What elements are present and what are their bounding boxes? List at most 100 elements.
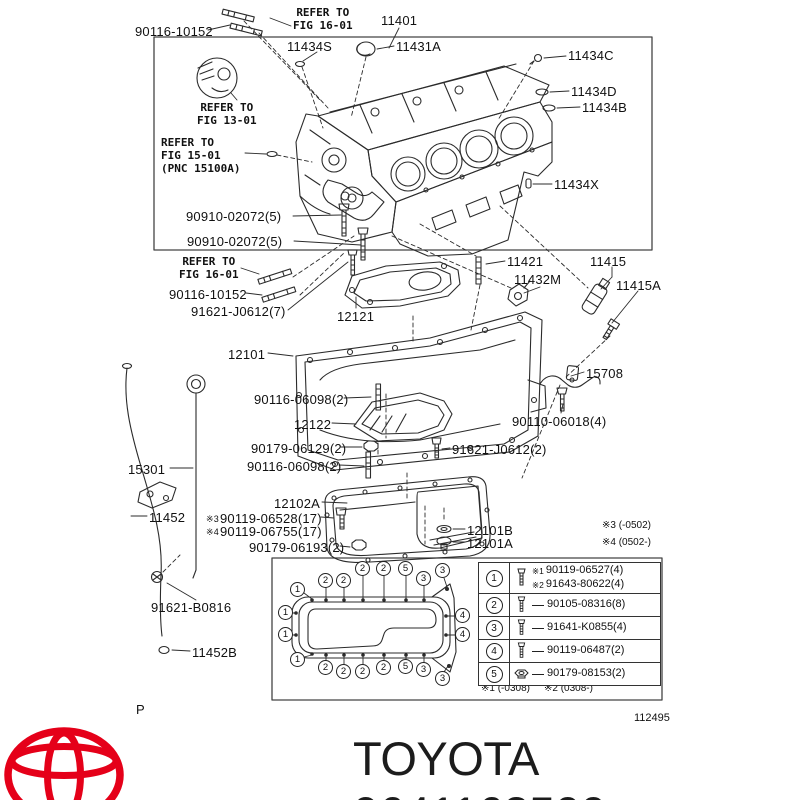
part-number: 90119-06755(17) bbox=[219, 524, 322, 539]
gasket-bolt-diagram bbox=[291, 575, 457, 673]
part-label-12102A: 12102A bbox=[274, 496, 321, 511]
part-label-90116-06098-b: 90116-06098(2) bbox=[247, 459, 342, 474]
part-label-15301: 15301 bbox=[128, 462, 166, 477]
leader-dash bbox=[532, 604, 544, 606]
refer-fig15-pellet-icon bbox=[266, 150, 278, 158]
legend-part-number: 91641-K0855(4) bbox=[547, 621, 627, 634]
dipstick-drawing bbox=[186, 374, 206, 579]
refer-line: FIG 16-01 bbox=[293, 19, 353, 33]
gasket-callout: 4 bbox=[455, 627, 470, 642]
legend-num-1: 1 bbox=[485, 569, 503, 587]
refer-line: REFER TO bbox=[161, 136, 214, 149]
part-label-90110-06018: 90110-06018(4) bbox=[512, 414, 607, 429]
legend-part-number: 90179-08153(2) bbox=[547, 667, 626, 680]
oring-11452B-icon bbox=[158, 645, 170, 655]
legend-part-number: 90119-06527(4) bbox=[545, 564, 624, 577]
gasket-callout: 3 bbox=[416, 662, 431, 677]
part-label-90910-02072-a: 90910-02072(5) bbox=[186, 209, 282, 224]
oil-strainer-drawing bbox=[344, 249, 461, 309]
bolt-icon bbox=[516, 568, 526, 586]
part-label-12101B: 12101B bbox=[467, 523, 514, 538]
legend-row-4: 4 90119-06487(2) bbox=[479, 640, 660, 663]
part-label-90119-06528: ※390119-06528(17) bbox=[206, 511, 322, 526]
refer-line: FIG 16-01 bbox=[179, 268, 239, 282]
part-label-11434S: 11434S bbox=[287, 39, 333, 54]
bolt-icon bbox=[517, 642, 525, 658]
legend-num-4: 4 bbox=[485, 642, 503, 660]
gasket-callout: 2 bbox=[376, 561, 391, 576]
stud-90116-06098-icon bbox=[375, 383, 382, 411]
legend-row-2: 2 90105-08316(8) bbox=[479, 594, 660, 617]
gasket-callout: 2 bbox=[355, 664, 370, 679]
gasket-callout: 3 bbox=[435, 563, 450, 578]
legend-footnote-1: ※1 (-0308) bbox=[481, 683, 530, 694]
bearing-cap-and-bolts bbox=[322, 179, 385, 261]
part-label-11452B: 11452B bbox=[192, 645, 238, 660]
oil-pan-2-drawing bbox=[324, 476, 491, 563]
note3-prefix: ※3 bbox=[206, 513, 219, 524]
refer-note-fig13: REFER TO FIG 13-01 bbox=[197, 101, 257, 127]
part-label-15708: 15708 bbox=[586, 366, 624, 381]
legend-footnotes: ※1 (-0308)※2 (0308-) bbox=[481, 683, 607, 694]
refer-line: (PNC 15100A) bbox=[161, 162, 241, 176]
part-label-11432M: 11432M bbox=[514, 272, 562, 287]
legend-num-5: 5 bbox=[485, 665, 503, 683]
part-label-91621-J0612-2: 91621-J0612(2) bbox=[452, 442, 547, 457]
legend-row-3: 3 91641-K0855(4) bbox=[479, 617, 660, 640]
dipstick-tube-drawing bbox=[121, 362, 181, 655]
part-number: 90119-06528(17) bbox=[219, 511, 322, 526]
engine-block-drawing bbox=[295, 63, 553, 257]
part-label-11434X: 11434X bbox=[554, 177, 600, 192]
gasket-callout: 5 bbox=[398, 561, 413, 576]
part-label-90116-06098-a: 90116-06098(2) bbox=[254, 392, 349, 407]
gasket-callout: 1 bbox=[278, 627, 293, 642]
refer-line: FIG 13-01 bbox=[197, 114, 257, 128]
part-label-12122: 12122 bbox=[294, 417, 332, 432]
part-label-11452: 11452 bbox=[149, 510, 186, 525]
part-label-90179-06193: 90179-06193(2) bbox=[249, 540, 345, 555]
toyota-logo bbox=[4, 727, 124, 800]
part-11434B-icon bbox=[542, 104, 556, 112]
washer-12101B-icon bbox=[436, 524, 452, 534]
refer-line: REFER TO bbox=[182, 255, 236, 268]
gasket-callout: 2 bbox=[318, 660, 333, 675]
gasket-callout: 1 bbox=[278, 605, 293, 620]
legend-num-2: 2 bbox=[485, 596, 503, 614]
label-leader-lines bbox=[130, 17, 639, 652]
baffle-plate-drawing bbox=[353, 392, 453, 442]
part-label-12121: 12121 bbox=[337, 309, 375, 324]
part-label-12101A: 12101A bbox=[467, 536, 514, 551]
gasket-callout: 2 bbox=[376, 660, 391, 675]
part-label-11421: 11421 bbox=[507, 254, 544, 269]
part-label-11434D: 11434D bbox=[571, 84, 617, 99]
refer-note-fig16-top: REFER TO FIG 16-01 bbox=[293, 6, 353, 32]
part-label-11401: 11401 bbox=[381, 13, 418, 28]
legend-part-number: 91643-80622(4) bbox=[545, 578, 625, 590]
oil-pan-1-drawing bbox=[295, 311, 547, 471]
refer-line: REFER TO bbox=[296, 6, 350, 19]
part-label-90179-06129: 90179-06129(2) bbox=[251, 441, 347, 456]
stud-11421-icon bbox=[475, 256, 482, 285]
leader-dash bbox=[532, 627, 544, 629]
part-label-11434C: 11434C bbox=[568, 48, 614, 63]
gasket-callout: 2 bbox=[355, 561, 370, 576]
note4-prefix: ※4 bbox=[206, 526, 219, 537]
part-label-11415: 11415 bbox=[590, 254, 627, 269]
gasket-callout: 1 bbox=[290, 582, 305, 597]
leader-dash bbox=[532, 650, 544, 652]
legend-note-prefix: ※2 bbox=[532, 579, 544, 590]
refer-line: REFER TO bbox=[200, 101, 254, 114]
part-label-90116-10152-bottom: 90116-10152 bbox=[169, 287, 247, 302]
plug-12101A-icon bbox=[436, 536, 452, 546]
leader-dash bbox=[532, 673, 544, 675]
part-label-12101: 12101 bbox=[228, 347, 266, 362]
part-label-11434B: 11434B bbox=[582, 100, 628, 115]
part-label-11431A: 11431A bbox=[396, 39, 442, 54]
legend-part-number: 90105-08316(8) bbox=[547, 598, 626, 611]
part-11434S-icon bbox=[294, 60, 306, 68]
gasket-callout: 2 bbox=[336, 664, 351, 679]
production-note-4: ※4 (0502-) bbox=[602, 537, 651, 548]
